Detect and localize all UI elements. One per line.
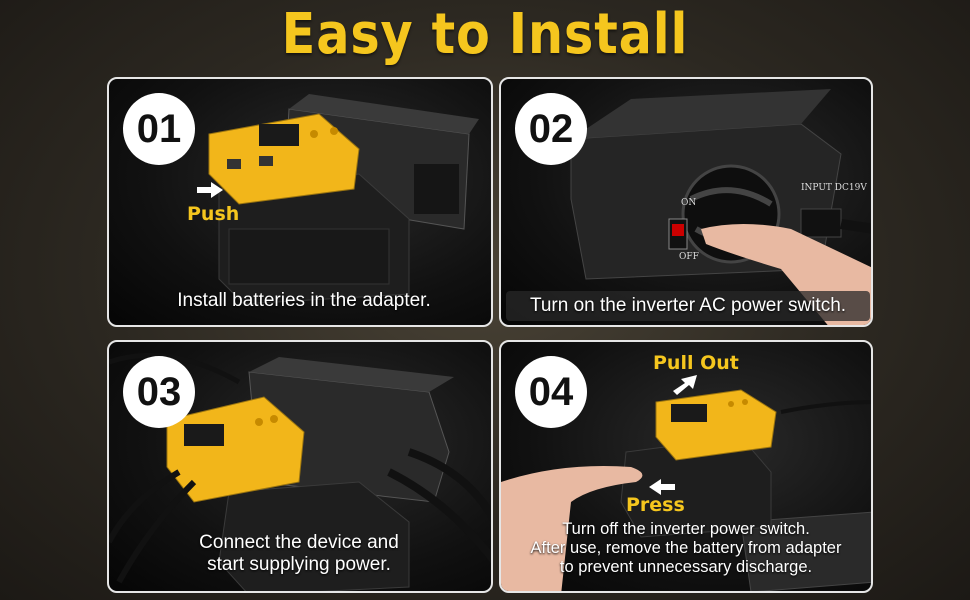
step-caption-line-1: Turn off the inverter power switch. xyxy=(562,520,810,538)
connect-device-illustration xyxy=(109,352,491,591)
page-title: Easy to Install xyxy=(281,2,689,67)
step-panel-02: 02 ON OFF INPUT DC19V Turn on the invert… xyxy=(499,77,873,327)
pull-out-callout: Pull Out xyxy=(653,352,739,374)
step-caption-line-2: After use, remove the battery from adapt… xyxy=(530,538,842,557)
arrow-left-icon xyxy=(649,479,675,495)
arrow-right-icon xyxy=(197,182,223,198)
arrow-up-right-icon xyxy=(673,375,697,395)
step-panel-01: 01 Push Install batteries in the adapter… xyxy=(107,77,493,327)
step-caption-line-1: Connect the device and xyxy=(199,532,399,553)
step-number-badge: 04 xyxy=(515,356,587,428)
step-caption: Turn on the inverter AC power switch. xyxy=(506,291,870,321)
remove-battery-illustration xyxy=(501,389,871,591)
input-dc-label: INPUT DC19V xyxy=(801,183,867,193)
switch-off-label: OFF xyxy=(679,252,699,262)
step-number-badge: 03 xyxy=(123,356,195,428)
step-caption: Turn off the inverter power switch. Afte… xyxy=(505,520,867,577)
step-caption-line-3: to prevent unnecessary discharge. xyxy=(559,557,813,576)
step-panel-03: 03 Connect the device and start supplyin… xyxy=(107,340,493,593)
step-caption: Install batteries in the adapter. xyxy=(177,290,431,311)
battery-adapter-illustration xyxy=(208,94,479,305)
step-caption: Connect the device and start supplying p… xyxy=(169,532,429,576)
press-callout: Press xyxy=(626,494,685,516)
step-number-badge: 01 xyxy=(123,93,195,165)
push-callout: Push xyxy=(187,203,240,225)
step-number-badge: 02 xyxy=(515,93,587,165)
switch-on-label: ON xyxy=(681,198,697,208)
step-caption-line-2: start supplying power. xyxy=(207,553,391,575)
step-panel-04: 04 Pull Out Press Turn off the inverter … xyxy=(499,340,873,593)
